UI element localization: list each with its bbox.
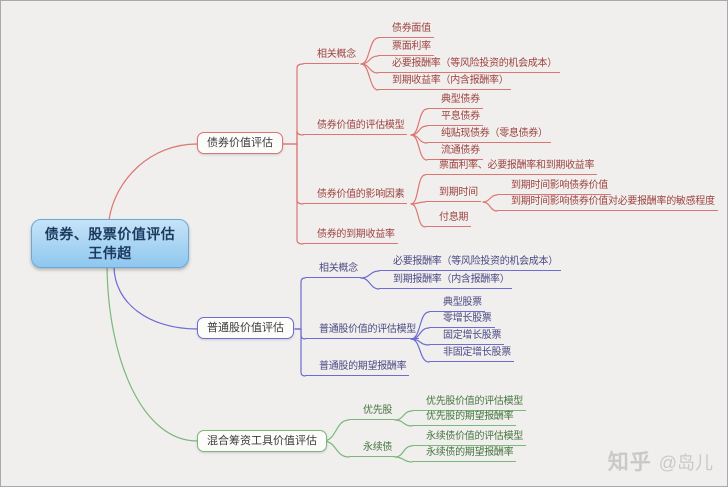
branch-hybrid-instruments[interactable]: 混合筹资工具价值评估 xyxy=(197,430,327,452)
topic-stock-required-return[interactable]: 必要报酬率（等风险投资的机会成本） xyxy=(379,256,561,271)
topic-perpetual-bond[interactable]: 永续债 xyxy=(349,442,396,457)
topic-typical-bond[interactable]: 典型债券 xyxy=(427,94,483,109)
topic-ytm-irr[interactable]: 到期收益率（内含报酬率） xyxy=(378,75,512,90)
topic-perpetual-valuation-model[interactable]: 永续债价值的评估模型 xyxy=(412,431,526,446)
watermark-username: @岛儿 xyxy=(658,453,713,473)
topic-bond-ytm[interactable]: 债券的到期收益率 xyxy=(303,229,398,244)
topic-maturity-time[interactable]: 到期时间 xyxy=(425,187,481,202)
topic-preferred-valuation-model[interactable]: 优先股价值的评估模型 xyxy=(412,396,526,411)
zhihu-logo-text: 知乎 xyxy=(607,451,652,474)
root-topic[interactable]: 债券、股票价值评估 王伟超 xyxy=(31,219,189,268)
topic-maturity-affects-value[interactable]: 到期时间影响债券价值 xyxy=(497,180,611,195)
topic-nonconstant-growth-stock[interactable]: 非固定增长股票 xyxy=(429,347,514,362)
topic-perpetual-expected-return[interactable]: 永续债的期望报酬率 xyxy=(412,447,517,462)
root-subtitle: 王伟超 xyxy=(88,244,132,261)
topic-stock-valuation-models[interactable]: 普通股价值的评估模型 xyxy=(305,324,419,339)
topic-preferred-expected-return[interactable]: 优先股的期望报酬率 xyxy=(412,411,517,426)
topic-bond-face-value[interactable]: 债券面值 xyxy=(378,23,434,38)
topic-stock-concepts[interactable]: 相关概念 xyxy=(305,263,361,278)
zhihu-watermark: 知乎 @岛儿 xyxy=(608,446,713,476)
topic-constant-growth-stock[interactable]: 固定增长股票 xyxy=(429,330,505,345)
topic-payment-period[interactable]: 付息期 xyxy=(425,212,472,227)
branch-bond-valuation[interactable]: 债券价值评估 xyxy=(197,132,283,154)
topic-rates-and-ytm[interactable]: 票面利率、必要报酬率和到期收益率 xyxy=(425,160,598,175)
topic-maturity-sensitivity[interactable]: 到期时间影响债券价值对必要报酬率的敏感程度 xyxy=(497,196,718,211)
topic-circulating-bond[interactable]: 流通债券 xyxy=(427,145,483,160)
branch-common-stock[interactable]: 普通股价值评估 xyxy=(197,317,294,339)
topic-pure-discount-bond[interactable]: 纯贴现债券（零息债券） xyxy=(427,128,551,143)
topic-bond-valuation-models[interactable]: 债券价值的评估模型 xyxy=(303,120,408,135)
topic-stock-expected-return[interactable]: 普通股的期望报酬率 xyxy=(305,361,410,376)
topic-bond-concepts[interactable]: 相关概念 xyxy=(303,49,359,64)
topic-coupon-rate[interactable]: 票面利率 xyxy=(378,41,434,56)
topic-bond-value-factors[interactable]: 债券价值的影响因素 xyxy=(303,189,408,204)
root-title: 债券、股票价值评估 xyxy=(44,225,176,242)
topic-level-coupon-bond[interactable]: 平息债券 xyxy=(427,111,483,126)
topic-typical-stock[interactable]: 典型股票 xyxy=(429,297,485,312)
topic-required-return-bond[interactable]: 必要报酬率（等风险投资的机会成本） xyxy=(378,58,560,73)
topic-preferred-stock[interactable]: 优先股 xyxy=(349,405,396,420)
topic-zero-growth-stock[interactable]: 零增长股票 xyxy=(429,313,495,328)
topic-stock-maturity-return[interactable]: 到期报酬率（内含报酬率） xyxy=(379,274,513,289)
